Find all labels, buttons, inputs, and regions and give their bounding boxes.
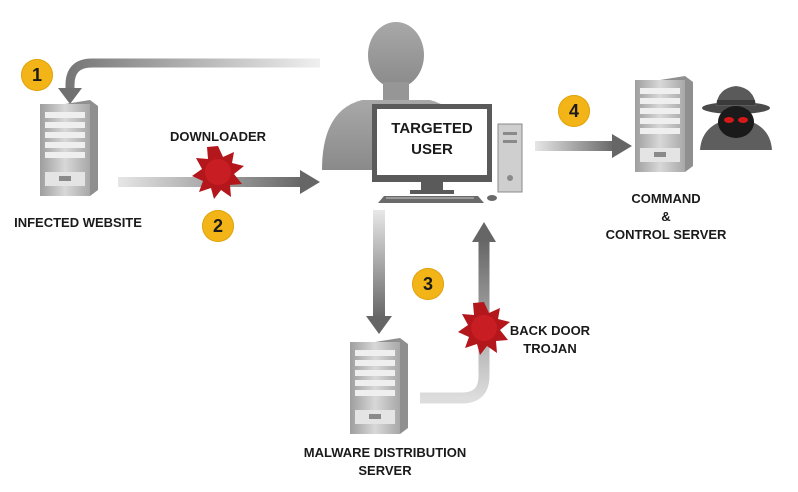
step-badge-3: 3 [412,268,444,300]
downloader-burst-icon [192,146,244,199]
infected-website-server-icon [40,100,98,196]
downloader-label: DOWNLOADER [169,129,267,144]
arrow-user-to-malware [366,210,392,334]
hacker-icon [700,86,772,150]
command-control-label: COMMAND & CONTROL SERVER [605,191,727,242]
malware-distribution-label: MALWARE DISTRIBUTION SERVER [303,445,467,478]
computer-icon [372,104,523,203]
step-badge-4: 4 [558,95,590,127]
infected-website-label: INFECTED WEBSITE [14,215,142,230]
command-server-icon [635,76,693,172]
step-badge-1: 1 [21,59,53,91]
targeted-user-label: TARGETED USER [391,120,473,158]
arrow-step-4 [535,134,632,158]
back-door-trojan-label: BACK DOOR TROJAN [509,323,591,356]
arrow-step-3 [420,222,496,404]
step-badge-2: 2 [202,210,234,242]
malware-server-icon [350,338,408,434]
arrow-step-1 [58,58,320,104]
trojan-burst-icon [458,302,510,355]
